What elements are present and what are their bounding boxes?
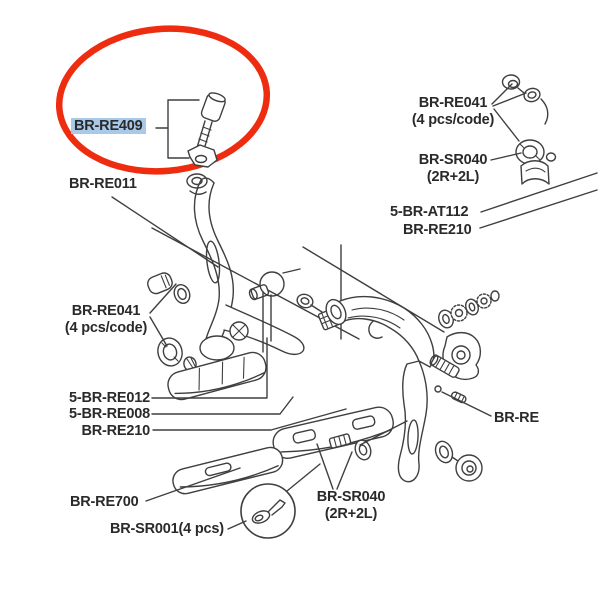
- part-label-br-sr001: BR-SR001(4 pcs): [110, 521, 224, 538]
- part-quantity: (4 pcs/code): [64, 320, 148, 336]
- washer-stack-drawing: [438, 290, 500, 329]
- part-quantity: (2R+2L): [426, 169, 480, 185]
- br-re409-highlight[interactable]: BR-RE409: [71, 118, 146, 134]
- part-label-br-re409[interactable]: BR-RE409: [71, 118, 146, 135]
- part-label-5-br-at112: 5-BR-AT112: [390, 204, 469, 220]
- part-label-br-re041-right: BR-RE041 (4 pcs/code): [403, 95, 503, 129]
- top-right-fastener-cluster-drawing: [501, 74, 557, 185]
- part-label-br-re-partial: BR-RE: [494, 410, 539, 426]
- part-number: BR-SR040: [316, 489, 386, 505]
- part-quantity: (4 pcs): [178, 521, 225, 537]
- part-quantity: (4 pcs/code): [411, 112, 495, 128]
- part-label-br-sr040-right: BR-SR040 (2R+2L): [403, 152, 503, 186]
- part-label-br-re011: BR-RE011: [69, 176, 137, 192]
- part-label-br-re700: BR-RE700: [70, 494, 139, 510]
- br-re409-bracket: [155, 99, 200, 159]
- red-annotation-circle: [55, 25, 271, 175]
- rear-caliper-lower-arm-drawing: [397, 360, 442, 483]
- spring-washer-nut-left-drawing: [157, 337, 197, 372]
- part-number: BR-SR001: [110, 521, 179, 537]
- part-label-br-re210-right: BR-RE210: [403, 222, 472, 238]
- cable-guide-and-spring-drawing: [248, 268, 301, 353]
- leader-lines: [111, 83, 598, 530]
- rear-pivot-bolt-drawing: [429, 354, 460, 378]
- part-label-br-re041-left: BR-RE041 (4 pcs/code): [56, 303, 156, 337]
- part-number: BR-RE041: [418, 95, 488, 111]
- pivot-bolt-washer-left-drawing: [147, 272, 191, 304]
- part-label-5-br-re008: 5-BR-RE008: [69, 406, 150, 422]
- front-brake-shoe-drawing: [167, 351, 267, 401]
- adjusting-bolt-drawing: [186, 92, 226, 195]
- part-label-5-br-re012: 5-BR-RE012: [69, 390, 150, 406]
- shoe-clip-drawing: [251, 499, 286, 524]
- part-number: BR-SR040: [418, 152, 488, 168]
- part-label-br-sr040-bottom: BR-SR040 (2R+2L): [301, 489, 401, 523]
- rear-caliper-upper-arm-drawing: [325, 295, 435, 368]
- part-quantity: (2R+2L): [324, 506, 378, 522]
- part-number: BR-RE041: [71, 303, 141, 319]
- front-caliper-arm-drawing: [193, 177, 305, 361]
- magnifier-circle-drawing: [240, 483, 296, 539]
- rear-brake-shoe-drawing: [272, 406, 394, 461]
- part-label-br-re210-left: BR-RE210: [81, 423, 150, 439]
- bottom-right-washer-and-nut-drawing: [434, 440, 483, 482]
